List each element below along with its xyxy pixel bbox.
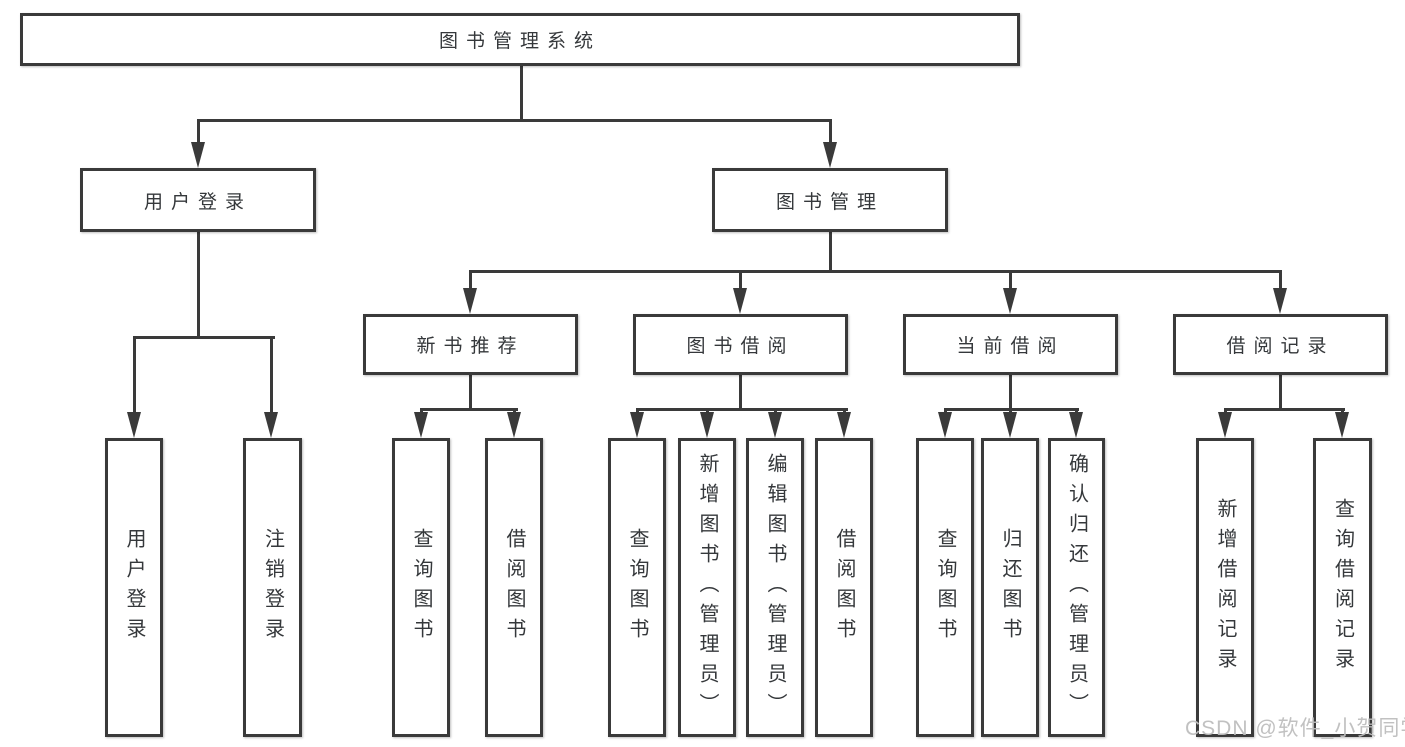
leaf-cb-query-books-label: 查询图书 xyxy=(934,527,956,648)
node-new-book-recommend: 新书推荐 xyxy=(363,314,578,375)
connector-new-book-trunk xyxy=(469,375,472,411)
connector-stem-borrow-record xyxy=(1279,270,1282,292)
leaf-br-add-record-label: 新增借阅记录 xyxy=(1214,497,1236,678)
leaf-user-login-label: 用户登录 xyxy=(123,527,145,648)
arrowhead-bb-borrow xyxy=(836,412,851,438)
node-user-login-label: 用户登录 xyxy=(143,191,252,213)
arrowhead-nb-borrow xyxy=(506,412,521,438)
leaf-nb-borrow-books: 借阅图书 xyxy=(485,438,543,737)
connector-stem-login-leaf xyxy=(132,336,136,416)
leaf-br-add-record: 新增借阅记录 xyxy=(1196,438,1254,737)
connector-user-login-fork xyxy=(132,336,275,339)
arrowhead-book-management xyxy=(822,142,837,168)
connector-book-borrow-fork xyxy=(635,408,848,411)
connector-stem-current-borrow xyxy=(1009,270,1012,292)
connector-stem-book-management xyxy=(828,119,832,147)
leaf-cb-return-books-label: 归还图书 xyxy=(999,527,1021,648)
leaf-br-query-record-label: 查询借阅记录 xyxy=(1331,497,1354,678)
connector-level1-fork xyxy=(196,119,832,122)
leaf-logout: 注销登录 xyxy=(243,438,302,737)
node-borrow-record-label: 借阅记录 xyxy=(1226,336,1335,357)
connector-user-login-trunk xyxy=(196,232,200,339)
node-book-management: 图书管理 xyxy=(712,168,948,232)
arrowhead-logout-leaf xyxy=(264,412,278,438)
arrowhead-bb-query xyxy=(629,412,644,438)
node-current-borrow-label: 当前借阅 xyxy=(956,336,1065,357)
connector-book-mgmt-trunk xyxy=(828,232,832,273)
leaf-nb-borrow-books-label: 借阅图书 xyxy=(503,527,525,648)
node-library-system: 图书管理系统 xyxy=(20,13,1020,66)
leaf-logout-label: 注销登录 xyxy=(261,527,284,648)
arrowhead-book-borrow xyxy=(733,288,747,314)
leaf-cb-query-books: 查询图书 xyxy=(916,438,974,737)
node-user-login: 用户登录 xyxy=(80,168,316,232)
leaf-nb-query-books: 查询图书 xyxy=(392,438,450,737)
leaf-bb-edit-books-admin-label: 编辑图书（管理员） xyxy=(764,452,786,723)
arrowhead-br-add xyxy=(1217,412,1232,438)
arrowhead-cb-confirm xyxy=(1069,412,1083,438)
leaf-bb-query-books-label: 查询图书 xyxy=(626,527,648,648)
connector-level2-fork xyxy=(469,270,1282,273)
arrowhead-borrow-record xyxy=(1273,288,1287,314)
leaf-bb-borrow-books: 借阅图书 xyxy=(815,438,873,737)
arrowhead-cb-query xyxy=(937,412,952,438)
leaf-bb-query-books: 查询图书 xyxy=(608,438,666,737)
connector-stem-user-login xyxy=(196,119,200,147)
node-book-borrow: 图书借阅 xyxy=(633,314,848,375)
connector-borrow-record-fork xyxy=(1223,408,1345,411)
leaf-br-query-record: 查询借阅记录 xyxy=(1313,438,1372,737)
connector-borrow-record-trunk xyxy=(1279,375,1282,411)
connector-stem-logout-leaf xyxy=(270,336,273,416)
connector-stem-new-book xyxy=(469,270,472,292)
arrowhead-cb-return xyxy=(1002,412,1017,438)
arrowhead-br-query xyxy=(1334,412,1349,438)
leaf-nb-query-books-label: 查询图书 xyxy=(410,527,432,648)
arrowhead-user-login xyxy=(190,142,205,168)
node-library-system-label: 图书管理系统 xyxy=(438,31,601,52)
arrowhead-new-book xyxy=(463,288,477,314)
connector-root-trunk xyxy=(519,66,523,119)
leaf-user-login: 用户登录 xyxy=(105,438,163,737)
leaf-bb-edit-books-admin: 编辑图书（管理员） xyxy=(746,438,804,737)
leaf-cb-return-books: 归还图书 xyxy=(981,438,1039,737)
leaf-bb-add-books-admin-label: 新增图书（管理员） xyxy=(696,452,718,723)
node-new-book-recommend-label: 新书推荐 xyxy=(416,336,525,357)
leaf-bb-borrow-books-label: 借阅图书 xyxy=(833,527,855,648)
node-borrow-record: 借阅记录 xyxy=(1173,314,1388,375)
leaf-cb-confirm-return-admin: 确认归还（管理员） xyxy=(1048,438,1105,737)
connector-new-book-fork xyxy=(419,408,518,411)
connector-stem-book-borrow xyxy=(739,270,742,292)
leaf-bb-add-books-admin: 新增图书（管理员） xyxy=(678,438,736,737)
arrowhead-login-leaf xyxy=(126,412,141,438)
leaf-cb-confirm-return-admin-label: 确认归还（管理员） xyxy=(1065,452,1088,723)
connector-book-borrow-trunk xyxy=(739,375,742,411)
arrowhead-bb-edit xyxy=(767,412,782,438)
node-book-management-label: 图书管理 xyxy=(775,191,884,213)
arrowhead-nb-query xyxy=(413,412,428,438)
node-book-borrow-label: 图书借阅 xyxy=(686,336,795,357)
arrowhead-bb-add xyxy=(699,412,714,438)
connector-current-borrow-trunk xyxy=(1009,375,1012,411)
node-current-borrow: 当前借阅 xyxy=(903,314,1118,375)
arrowhead-current-borrow xyxy=(1003,288,1017,314)
watermark: CSDN @软件_小贺同学 xyxy=(1185,717,1405,740)
